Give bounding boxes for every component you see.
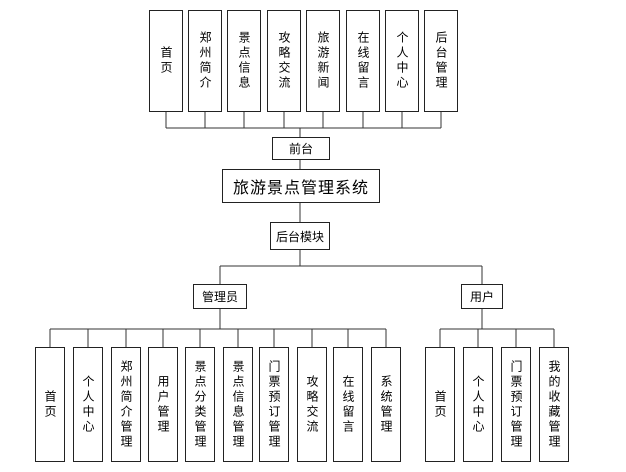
frontend-node-travel-news: 旅游新闻 [306,10,340,112]
user-node-home: 首页 [425,347,455,462]
frontend-node-personal-center: 个人中心 [385,10,419,112]
user-node-favorites-management: 我的收藏管理 [539,347,569,462]
admin-node: 管理员 [193,284,247,309]
admin-node-guide-exchange: 攻略交流 [297,347,327,462]
user-node: 用户 [461,284,503,309]
user-node-ticket-management: 门票预订管理 [501,347,531,462]
frontend-node: 前台 [272,137,330,160]
frontend-node-guide-exchange: 攻略交流 [267,10,301,112]
admin-node-personal-center: 个人中心 [73,347,103,462]
admin-node-online-message: 在线留言 [333,347,363,462]
admin-node-home: 首页 [35,347,65,462]
admin-node-intro-management: 郑州简介管理 [111,347,141,462]
admin-node-category-management: 景点分类管理 [185,347,215,462]
backend-module-node: 后台模块 [270,222,330,250]
frontend-node-online-message: 在线留言 [346,10,380,112]
admin-node-attraction-management: 景点信息管理 [223,347,253,462]
frontend-node-zhengzhou-intro: 郑州简介 [188,10,222,112]
frontend-node-attraction-info: 景点信息 [227,10,261,112]
admin-node-system-management: 系统管理 [371,347,401,462]
frontend-node-home: 首页 [149,10,183,112]
admin-node-ticket-management: 门票预订管理 [259,347,289,462]
user-node-personal-center: 个人中心 [463,347,493,462]
frontend-node-backend-admin: 后台管理 [424,10,458,112]
admin-node-user-management: 用户管理 [148,347,178,462]
system-root-node: 旅游景点管理系统 [222,169,380,203]
